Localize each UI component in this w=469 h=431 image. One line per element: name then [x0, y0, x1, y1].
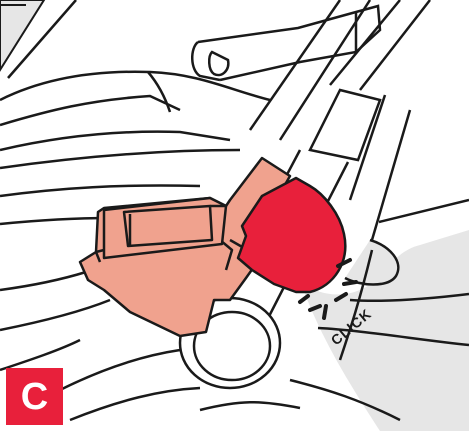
- corner-shading: [0, 0, 44, 70]
- step-badge: C: [6, 368, 63, 425]
- handle-bar: [192, 6, 380, 80]
- step-letter: C: [21, 378, 48, 416]
